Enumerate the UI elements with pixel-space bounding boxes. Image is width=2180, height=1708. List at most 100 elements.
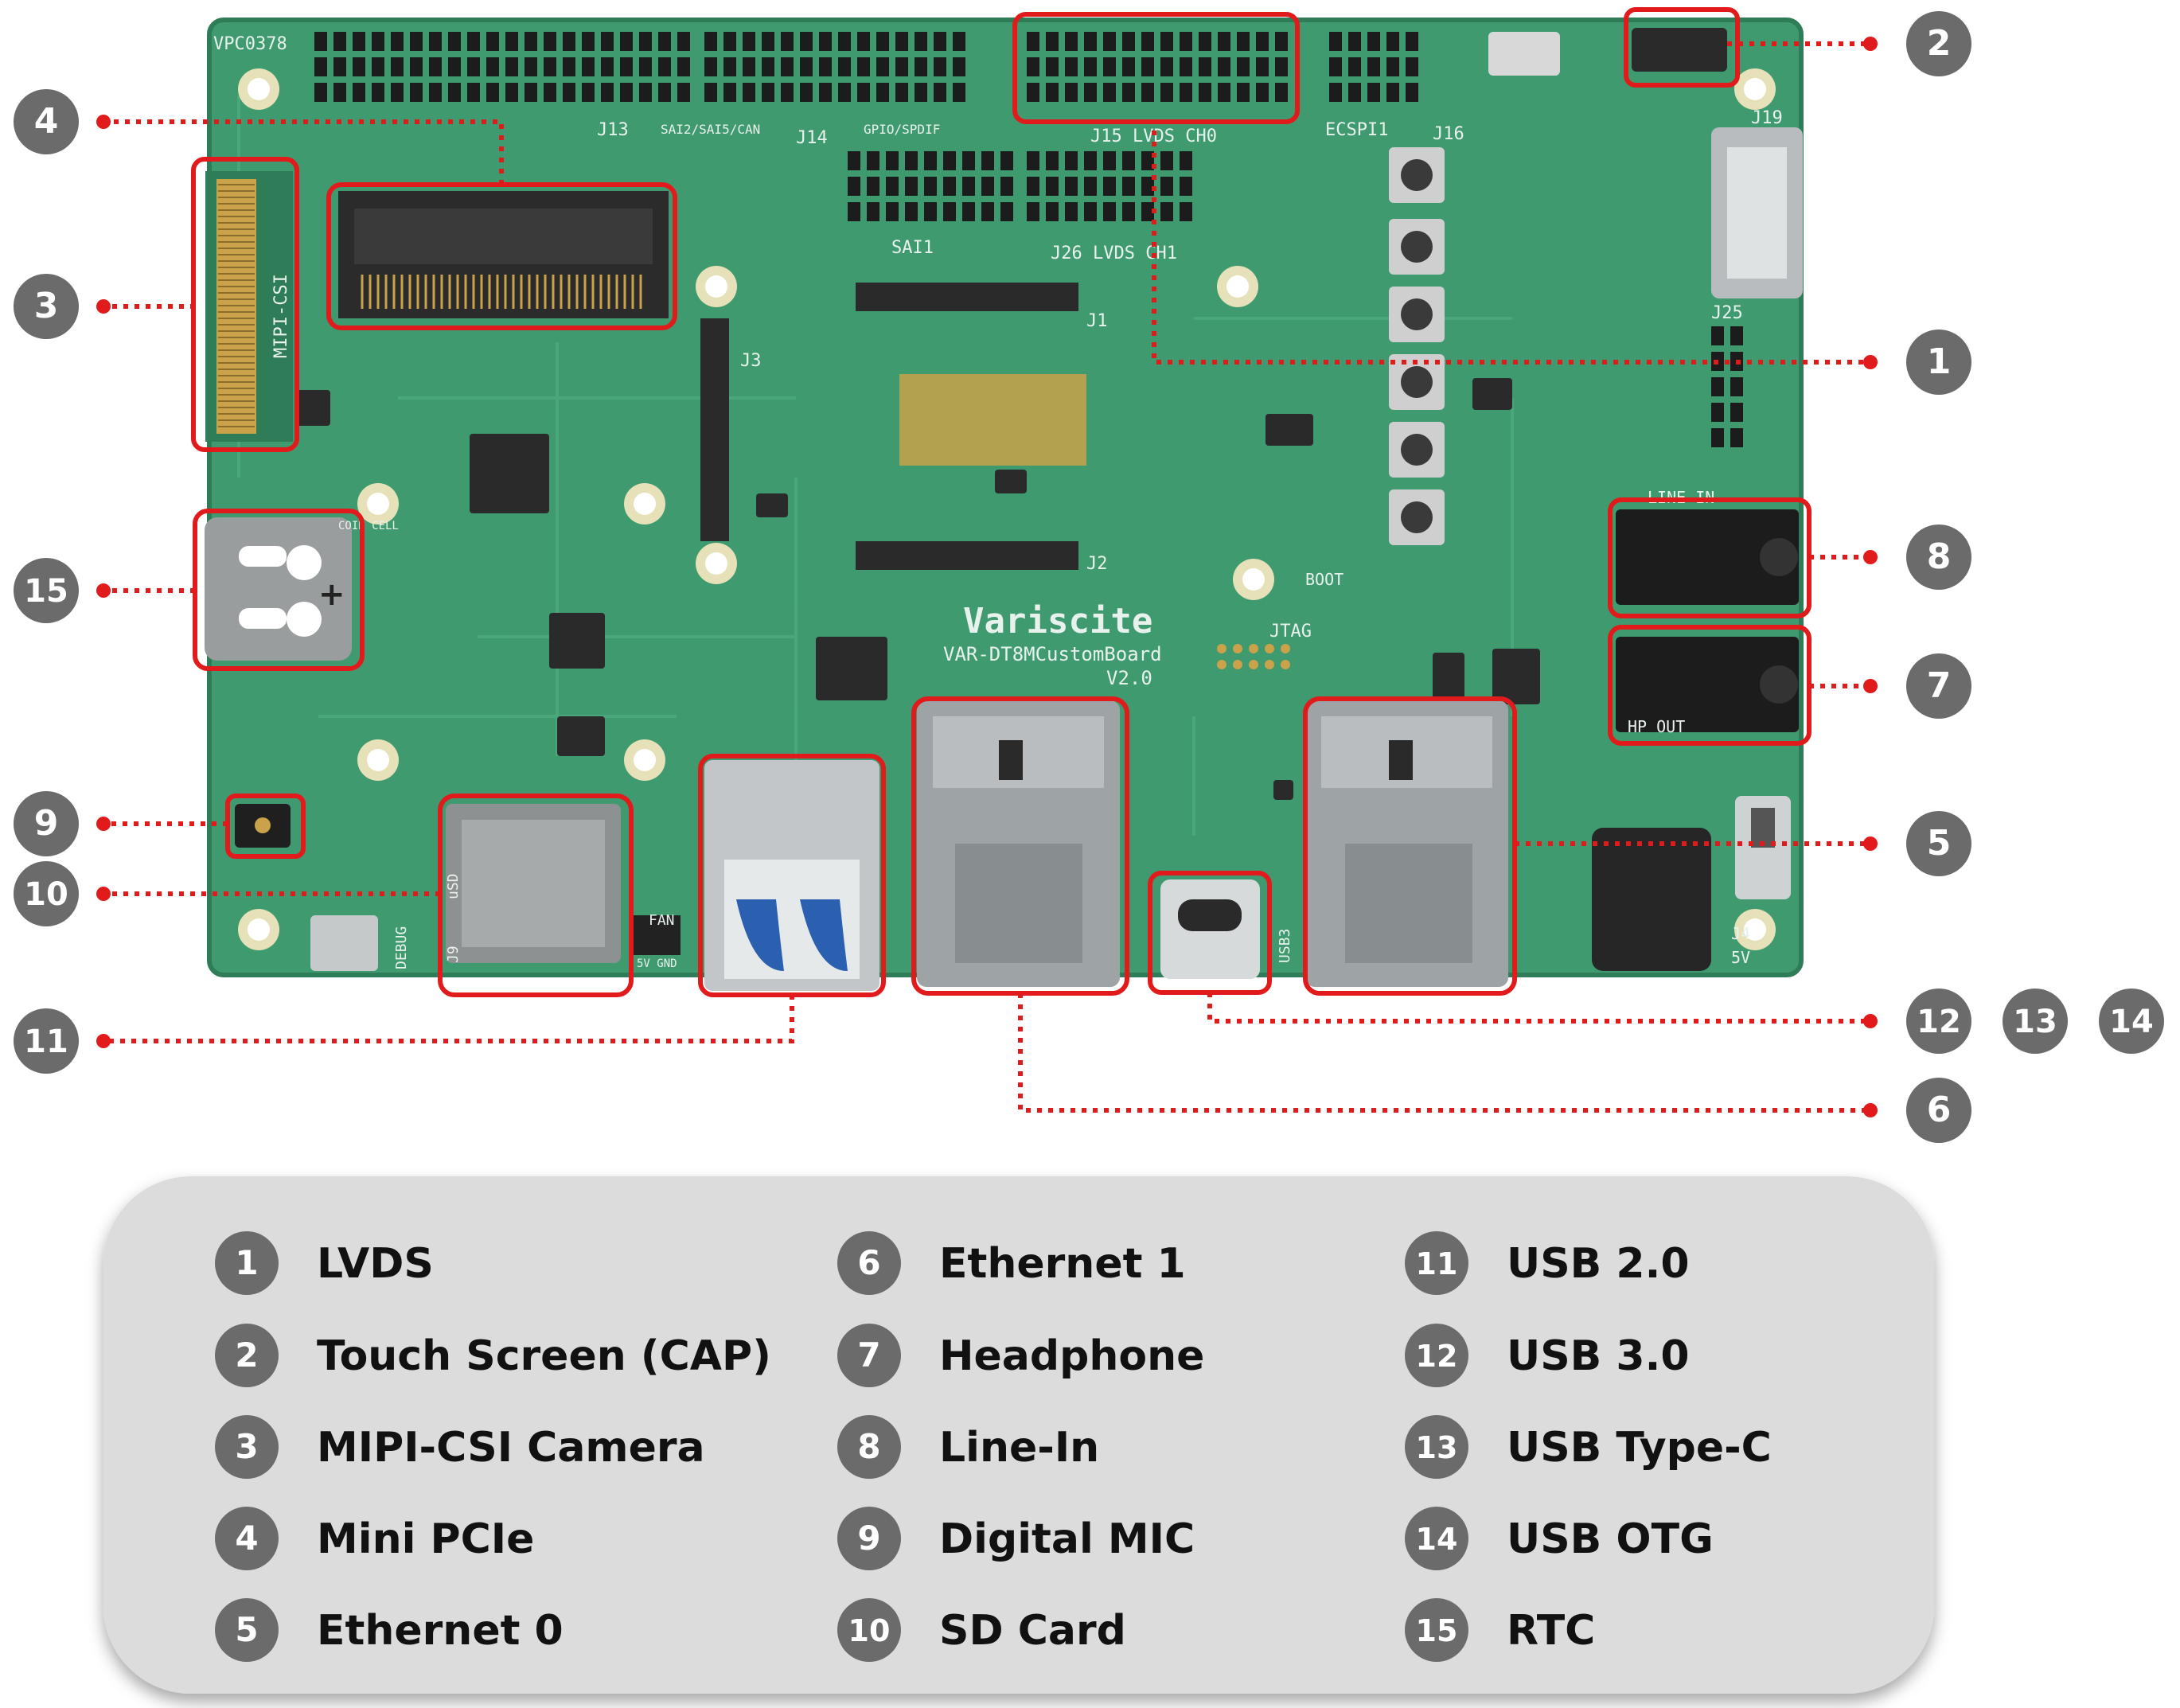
callout-badge-circle xyxy=(1906,989,1971,1054)
hdmi-connector xyxy=(1711,127,1803,298)
callout-badge-circle xyxy=(1906,330,1971,395)
callout-number: 10 xyxy=(24,876,68,913)
legend-label: Digital MIC xyxy=(939,1515,1195,1563)
board-version: V2.0 xyxy=(1106,667,1152,689)
legend-label: Ethernet 0 xyxy=(317,1607,564,1655)
callout-number: 8 xyxy=(1927,536,1952,577)
legend-badge xyxy=(837,1231,901,1295)
callout-badge-4: 4 xyxy=(14,89,79,154)
leader-11 xyxy=(103,995,794,1043)
legend-label: Line-In xyxy=(939,1424,1099,1472)
legend-label: RTC xyxy=(1507,1607,1595,1655)
legend-badge xyxy=(837,1415,901,1479)
legend-label: Ethernet 1 xyxy=(939,1240,1186,1288)
callout-number: 7 xyxy=(1927,665,1952,706)
dc-power-jack xyxy=(1592,828,1711,971)
line-in-jack xyxy=(1616,509,1799,605)
silk-usb3: USB3 xyxy=(1277,929,1293,963)
callout-badge-6: 6 xyxy=(1906,1078,1971,1143)
legend-number: 1 xyxy=(235,1243,258,1282)
callout-badge-circle xyxy=(14,1008,79,1074)
legend-number: 13 xyxy=(1416,1430,1458,1465)
callout-badge-11: 11 xyxy=(14,1008,79,1074)
headphone-jack xyxy=(1616,637,1799,732)
leader-1 xyxy=(1152,119,1870,365)
touch-fpc-connector xyxy=(1632,28,1727,72)
callout-badge-15: 15 xyxy=(14,558,79,623)
silk-ecspi: ECSPI1 xyxy=(1325,120,1388,140)
legend-item-12: 12 USB 3.0 xyxy=(1405,1324,1690,1387)
pcb-board: + xyxy=(205,18,1804,991)
legend-number: 2 xyxy=(235,1336,258,1375)
legend-number: 14 xyxy=(1416,1522,1458,1557)
callout-badge-circle xyxy=(1906,653,1971,719)
ethernet-1-jack xyxy=(917,700,1120,987)
legend-label: USB 3.0 xyxy=(1507,1332,1690,1380)
ic-chips xyxy=(294,378,1540,852)
legend-badge xyxy=(837,1324,901,1387)
legend-label: SD Card xyxy=(939,1607,1126,1655)
brand-logo: Variscite xyxy=(963,601,1152,641)
silk-boot: BOOT xyxy=(1305,570,1343,589)
silk-j16: J16 xyxy=(1433,124,1464,144)
legend-badge xyxy=(1405,1324,1468,1387)
callout-number: 4 xyxy=(34,101,59,142)
legend-badge xyxy=(1405,1231,1468,1295)
legend-badge xyxy=(215,1507,279,1570)
legend-item-9: 9 Digital MIC xyxy=(837,1507,1195,1570)
legend-number: 15 xyxy=(1416,1613,1458,1648)
legend-item-1: 1 LVDS xyxy=(215,1231,434,1295)
legend-number: 12 xyxy=(1416,1339,1458,1374)
silk-fan: FAN xyxy=(649,912,675,929)
callout-badge-circle xyxy=(1906,524,1971,590)
silk-j19: J19 xyxy=(1751,108,1783,128)
mini-pcie-slot xyxy=(338,191,669,318)
legend-number: 3 xyxy=(235,1427,258,1466)
callout-badge-circle xyxy=(14,861,79,926)
callout-badge-circle xyxy=(14,791,79,856)
callout-number: 11 xyxy=(24,1024,68,1060)
legend-number: 7 xyxy=(857,1336,880,1375)
mipi-csi-connector xyxy=(205,171,293,442)
legend-number: 8 xyxy=(857,1427,880,1466)
silk-sai: SAI2/SAI5/CAN xyxy=(661,122,760,137)
debug-micro-usb xyxy=(310,915,378,971)
callout-badge-circle xyxy=(1906,11,1971,76)
power-switch-knob xyxy=(1751,808,1775,848)
leader-dots xyxy=(96,37,1878,1117)
silkscreen: VPC0378 J13 SAI2/SAI5/CAN J14 GPIO/SPDIF… xyxy=(213,34,1783,970)
leader-12-14 xyxy=(1207,992,1870,1024)
som-connectors xyxy=(700,283,1086,570)
silk-usd: uSD xyxy=(445,873,462,899)
usb-type-c-port xyxy=(1160,879,1260,979)
box-touch xyxy=(1624,7,1740,88)
rtc-coin-cell-holder: + xyxy=(205,517,352,661)
legend-number: 11 xyxy=(1416,1246,1458,1281)
legend-label: Headphone xyxy=(939,1332,1204,1380)
silk-j26: J26 LVDS CH1 xyxy=(1051,244,1177,263)
board-model: VAR-DT8MCustomBoard xyxy=(943,643,1162,665)
callout-number: 14 xyxy=(2109,1004,2154,1040)
silk-5v: 5V xyxy=(1731,948,1750,967)
legend-label: LVDS xyxy=(317,1240,434,1288)
mounting-holes xyxy=(238,68,1776,950)
callout-number: 15 xyxy=(24,573,68,610)
legend-number: 9 xyxy=(857,1519,880,1558)
legend-badge xyxy=(215,1415,279,1479)
silk-j25: J25 xyxy=(1711,303,1743,323)
legend-item-13: 13 USB Type-C xyxy=(1405,1415,1772,1479)
silk-gpio: GPIO/SPDIF xyxy=(864,122,940,137)
legend-label: USB Type-C xyxy=(1507,1424,1772,1472)
silk-sai1: SAI1 xyxy=(891,238,934,258)
callout-number: 5 xyxy=(1927,823,1952,864)
legend-item-7: 7 Headphone xyxy=(837,1324,1204,1387)
callout-number: 6 xyxy=(1927,1090,1952,1130)
silk-vpc: VPC0378 xyxy=(213,34,287,54)
